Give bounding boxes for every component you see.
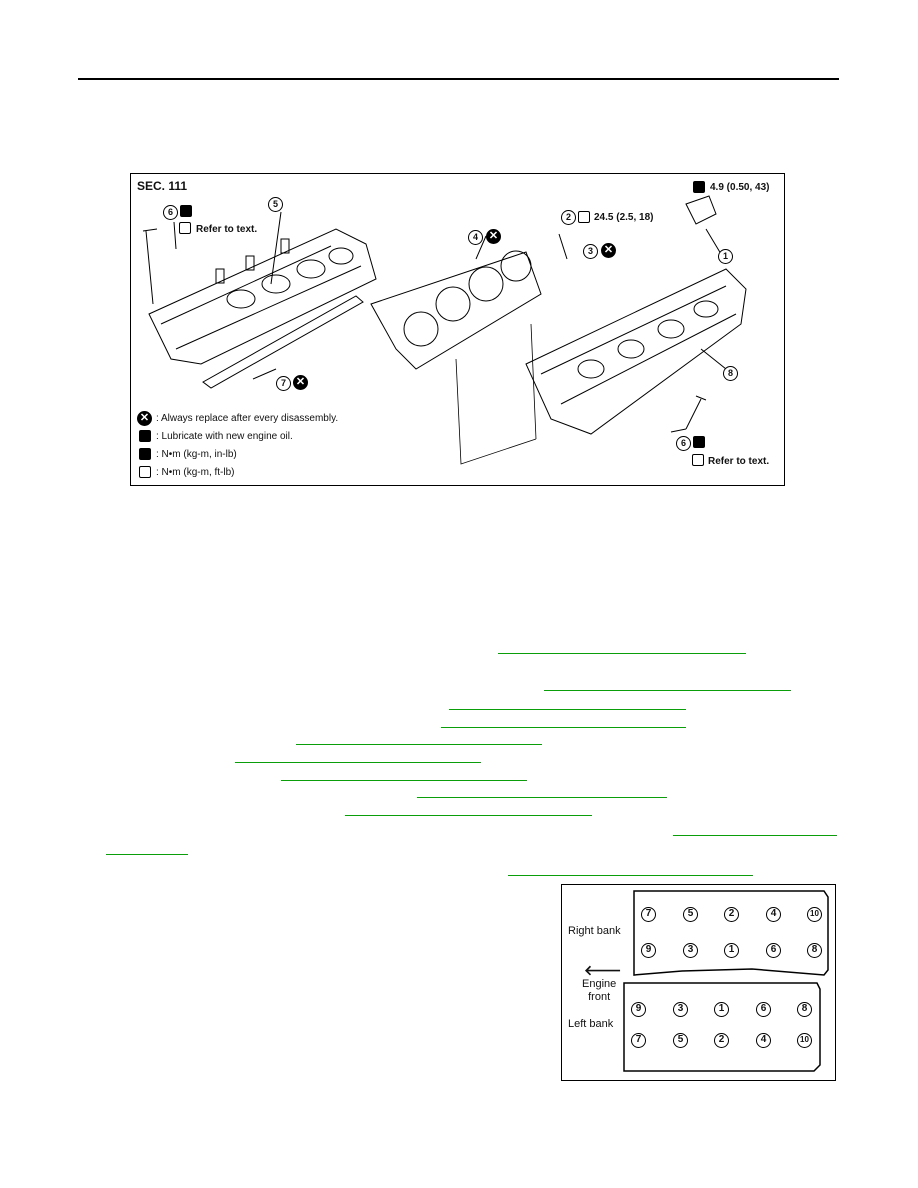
- bolt-number: 4: [756, 1033, 771, 1048]
- header-rule: [78, 78, 839, 80]
- right-head-bolt: [685, 395, 707, 430]
- oil-can-icon: [693, 436, 705, 448]
- callout-1: 1: [718, 249, 733, 264]
- exploded-view-figure: SEC. 111 4.9 (0.50, 43) 2 24.5 (2.5, 18)…: [130, 173, 785, 486]
- arrow-left-icon: 🡐: [584, 962, 622, 978]
- callout-8: 8: [723, 366, 738, 381]
- callout-6: 6: [163, 205, 178, 220]
- reference-link[interactable]: [673, 835, 837, 836]
- bolt-number: 10: [807, 907, 822, 922]
- head-outline-drawing: [623, 890, 829, 1072]
- left-head-detail: [160, 245, 362, 350]
- bracket: [685, 195, 717, 225]
- callout-4: 4: [468, 230, 483, 245]
- reference-link[interactable]: [417, 797, 667, 798]
- bolt-number: 2: [714, 1033, 729, 1048]
- right-cylinder-head-outline: [525, 268, 747, 435]
- torque-small-value: 4.9 (0.50, 43): [710, 182, 770, 193]
- center-gasket: [370, 251, 542, 370]
- torque-wrench-ftlb-icon: [692, 454, 704, 466]
- reference-link[interactable]: [296, 744, 542, 745]
- bolt-number: 1: [714, 1002, 729, 1017]
- bolt-number: 9: [631, 1002, 646, 1017]
- replace-icon: ✕: [601, 243, 616, 258]
- legend-replace: : Always replace after every disassembly…: [156, 413, 339, 424]
- bolt-number: 9: [641, 943, 656, 958]
- oil-can-icon: [180, 205, 192, 217]
- bolt-number: 7: [631, 1033, 646, 1048]
- legend-lubricate: : Lubricate with new engine oil.: [156, 431, 293, 442]
- engine-front-label: Engine front: [582, 978, 617, 1003]
- bolt-number: 5: [683, 907, 698, 922]
- bolt-number: 3: [683, 943, 698, 958]
- right-bank-label: Right bank: [568, 925, 621, 937]
- bolt-number: 4: [766, 907, 781, 922]
- replace-icon: ✕: [486, 229, 501, 244]
- reference-link[interactable]: [281, 780, 527, 781]
- left-gasket: [202, 295, 364, 389]
- right-bank-outline: [633, 890, 829, 976]
- callout-5: 5: [268, 197, 283, 212]
- callout-3: 3: [583, 244, 598, 259]
- exploded-view-drawing: [142, 195, 747, 465]
- callout-2: 2: [561, 210, 576, 225]
- oil-can-icon: [139, 430, 151, 442]
- torque-wrench-inlb-icon: [693, 181, 705, 193]
- bolt-number: 6: [756, 1002, 771, 1017]
- left-bank-outline: [623, 982, 821, 1072]
- reference-link[interactable]: [235, 762, 481, 763]
- refer-to-text-top: Refer to text.: [196, 224, 258, 235]
- reference-link[interactable]: [106, 854, 188, 855]
- left-bank-label: Left bank: [568, 1018, 614, 1030]
- torque-wrench-inlb-icon: [139, 448, 151, 460]
- refer-to-text-bottom: Refer to text.: [708, 456, 770, 467]
- torque-sensor-value: 24.5 (2.5, 18): [594, 212, 654, 223]
- bolt-number: 10: [797, 1033, 812, 1048]
- reference-link[interactable]: [508, 875, 753, 876]
- callout-6-right: 6: [676, 436, 691, 451]
- section-label: SEC. 111: [137, 179, 188, 193]
- legend-torque-inlb: : N•m (kg-m, in-lb): [156, 449, 237, 460]
- bolt-number: 6: [766, 943, 781, 958]
- reference-link[interactable]: [544, 690, 791, 691]
- bolt-number: 1: [724, 943, 739, 958]
- bolt-number: 8: [797, 1002, 812, 1017]
- torque-wrench-ftlb-icon: [139, 466, 151, 478]
- replace-icon: ✕: [293, 375, 308, 390]
- bolt-number: 3: [673, 1002, 688, 1017]
- left-cylinder-head-outline: [148, 228, 377, 365]
- right-head-detail: [540, 285, 737, 405]
- reference-link[interactable]: [449, 709, 686, 710]
- legend-torque-ftlb: : N•m (kg-m, ft-lb): [156, 467, 235, 478]
- left-head-bolt: [142, 228, 158, 305]
- bolt-number: 8: [807, 943, 822, 958]
- sensor-body: [558, 233, 568, 260]
- callout-7: 7: [276, 376, 291, 391]
- reference-link[interactable]: [441, 727, 686, 728]
- reference-link[interactable]: [498, 653, 746, 654]
- torque-wrench-ftlb-icon: [179, 222, 191, 234]
- torque-wrench-ftlb-icon: [578, 211, 590, 223]
- bolt-number: 7: [641, 907, 656, 922]
- bolt-number: 5: [673, 1033, 688, 1048]
- reference-link[interactable]: [345, 815, 592, 816]
- bolt-number: 2: [724, 907, 739, 922]
- tightening-sequence-diagram: Right bank 🡐 Engine front Left bank 7 5 …: [561, 884, 836, 1081]
- replace-icon: ✕: [137, 411, 152, 426]
